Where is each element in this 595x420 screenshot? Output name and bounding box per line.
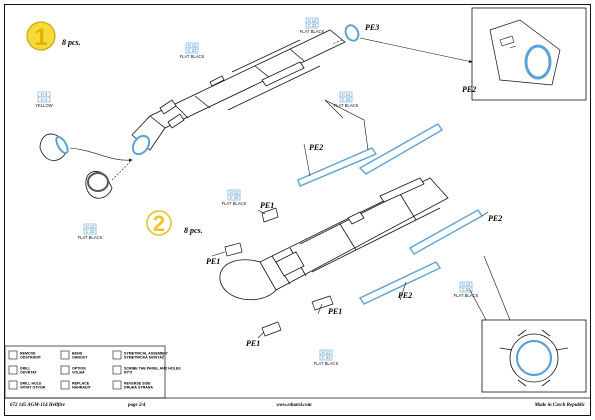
legend-label: ODVRTAT — [20, 371, 38, 375]
svg-text:C 4: C 4 — [41, 97, 48, 102]
pe3-ring — [344, 24, 360, 42]
pe2-label-2: PE2 — [462, 85, 476, 94]
svg-text:FLAT BLACK: FLAT BLACK — [78, 235, 103, 240]
svg-text:H 12: H 12 — [308, 18, 318, 23]
paint-callout-2d: H 12 C 33 FLAT BLACK — [314, 349, 339, 366]
legend-label: VOLBA — [72, 371, 85, 375]
legend-symbol-icon — [8, 365, 18, 375]
svg-text:C 33: C 33 — [322, 355, 332, 360]
svg-text:YELLOW: YELLOW — [35, 103, 53, 108]
legend-label: NAHRADIT — [72, 386, 92, 390]
pe1-label-3: PE1 — [328, 307, 342, 316]
pe1-label-1: PE1 — [260, 201, 274, 210]
page-border — [4, 4, 591, 416]
paint-callout-2c: H 12 C 33 FLAT BLACK — [454, 281, 479, 298]
legend-label: OHNOUT — [72, 356, 88, 360]
pe1-label-2: PE1 — [206, 257, 220, 266]
step-2: 2 8 pcs. — [146, 85, 502, 366]
svg-text:FLAT BLACK: FLAT BLACK — [334, 103, 359, 108]
pe2-label-4: PE2 — [398, 291, 412, 300]
svg-text:H 4: H 4 — [41, 92, 48, 97]
step-1: 1 8 pcs. — [26, 17, 473, 240]
paint-callout-top: H 12 C 33 FLAT BLACK — [300, 17, 325, 34]
legend-label: VRTAT OTVOR — [20, 386, 46, 390]
svg-text:FLAT BLACK: FLAT BLACK — [314, 361, 339, 366]
legend-label: REPLACE — [72, 382, 90, 386]
svg-text:FLAT BLACK: FLAT BLACK — [454, 293, 479, 298]
step-2-count: 8 pcs. — [184, 226, 203, 235]
svg-text:FLAT BLACK: FLAT BLACK — [222, 201, 247, 206]
svg-text:H 12: H 12 — [462, 282, 472, 287]
svg-text:H 12: H 12 — [86, 224, 96, 229]
missile-1 — [131, 29, 346, 156]
footer-title: 672 145 AGM-114 Hellfire — [10, 403, 66, 408]
pe2-label-1: PE2 — [309, 143, 323, 152]
step-2-number: 2 — [153, 211, 165, 236]
legend-label: BEND — [72, 352, 83, 356]
pe3-label: PE3 — [365, 23, 379, 32]
legend-label: RÝTÍ — [124, 370, 133, 375]
legend-label: OPTION — [72, 367, 86, 371]
svg-text:C 33: C 33 — [342, 97, 352, 102]
footer-made: Made in Czech Republic — [534, 403, 586, 408]
legend-label: ODSTRANIT — [20, 356, 42, 360]
legend-label: SYMETRICAL ASSEMBLY — [124, 352, 168, 356]
svg-text:C 33: C 33 — [188, 48, 198, 53]
detail-inset-top — [471, 7, 587, 101]
paint-callout-nose: H 12 C 33 FLAT BLACK — [78, 223, 103, 240]
footer-site: www.eduard.com — [276, 403, 311, 408]
legend-label: DRILL — [20, 367, 31, 371]
svg-text:C 33: C 33 — [230, 195, 240, 200]
legend-label: REVERSE SIDE — [124, 382, 151, 386]
step-2-circle — [146, 210, 172, 236]
legend-symbol-icon — [112, 380, 122, 390]
paint-callout-yellow: H 4 C 4 YELLOW — [35, 91, 53, 108]
svg-text:H 12: H 12 — [342, 92, 352, 97]
legend-label: SCRIBE THE PANEL AND HOLES — [124, 367, 181, 371]
svg-text:C 33: C 33 — [462, 287, 472, 292]
paint-callout-2b: H 12 C 33 FLAT BLACK — [222, 189, 247, 206]
legend-label: DRUHÁ STRANA — [124, 385, 153, 390]
footer: 672 145 AGM-114 Hellfire page 2/4 www.ed… — [5, 397, 590, 408]
pe1-label-4: PE1 — [246, 339, 260, 348]
missile-2 — [219, 177, 449, 301]
legend-symbol-icon — [60, 365, 70, 375]
step-1-circle — [26, 21, 56, 51]
legend-symbol-icon — [112, 365, 122, 375]
svg-text:FLAT BLACK: FLAT BLACK — [180, 54, 205, 59]
legend-label: SYMETRICKÁ MONTÁŽ — [124, 355, 165, 360]
nose-cap-black — [85, 171, 113, 199]
footer-page: page 2/4 — [127, 403, 146, 408]
legend-label: REMOVE — [20, 352, 36, 356]
step-1-number: 1 — [34, 24, 47, 51]
legend-symbol-icon — [60, 350, 70, 360]
nose-cap-yellow — [39, 133, 69, 161]
svg-text:H 12: H 12 — [230, 190, 240, 195]
legend-symbol-icon — [8, 380, 18, 390]
pe2-label-3: PE2 — [488, 214, 502, 223]
svg-text:C 33: C 33 — [86, 229, 96, 234]
paint-callout-2a: H 12 C 33 FLAT BLACK — [334, 91, 359, 108]
plates-pe1 — [224, 207, 334, 337]
legend-symbol-icon — [8, 350, 18, 360]
svg-text:H 12: H 12 — [322, 350, 332, 355]
step-1-count: 8 pcs. — [62, 38, 81, 47]
svg-text:C 33: C 33 — [308, 23, 318, 28]
legend-symbol-icon — [60, 380, 70, 390]
legend-symbol-icon — [112, 350, 122, 360]
svg-text:H 12: H 12 — [188, 43, 198, 48]
legend-label: DRILL HOLE — [20, 382, 42, 386]
detail-inset-bottom — [469, 255, 587, 393]
svg-text:FLAT BLACK: FLAT BLACK — [300, 29, 325, 34]
paint-callout-mid: H 12 C 33 FLAT BLACK — [180, 42, 205, 59]
